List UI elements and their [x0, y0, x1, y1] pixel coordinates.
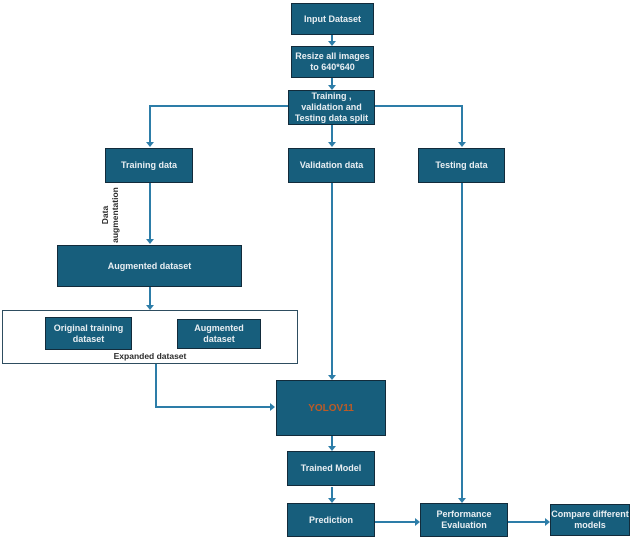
- connector-validation-to-yolo: [331, 183, 333, 376]
- node-data-split: Training , validation and Testing data s…: [288, 90, 375, 125]
- arrowhead-testing: [458, 142, 466, 147]
- connector-yolo-to-trained: [331, 436, 333, 447]
- node-original-training-dataset: Original training dataset: [45, 317, 132, 350]
- arrowhead-yolo-top: [328, 375, 336, 380]
- arrowhead-validation: [328, 142, 336, 147]
- node-prediction: Prediction: [287, 503, 375, 537]
- connector-split-right-v: [461, 105, 463, 143]
- arrowhead-expanded: [146, 305, 154, 310]
- node-testing-data: Testing data: [418, 148, 505, 183]
- node-resize-images: Resize all images to 640*640: [291, 46, 374, 78]
- node-performance-evaluation: Performance Evaluation: [420, 503, 508, 537]
- connector-split-to-validation: [331, 125, 333, 143]
- node-input-dataset: Input Dataset: [291, 3, 374, 35]
- connector-split-left-v: [149, 105, 151, 143]
- arrowhead-training: [146, 142, 154, 147]
- connector-training-to-augmented: [149, 183, 151, 240]
- connector-split-right-h: [375, 105, 463, 107]
- label-expanded-dataset: Expanded dataset: [113, 351, 187, 361]
- arrowhead-performance-top: [458, 498, 466, 503]
- node-yolov11: YOLOV11: [276, 380, 386, 436]
- arrowhead-trained: [328, 446, 336, 451]
- connector-expanded-to-yolo-h: [155, 406, 271, 408]
- connector-input-to-resize: [331, 35, 333, 42]
- arrowhead-resize: [328, 41, 336, 46]
- connector-split-left-h: [150, 105, 288, 107]
- arrowhead-performance-left: [415, 518, 420, 526]
- arrowhead-prediction: [328, 498, 336, 503]
- arrowhead-split: [328, 85, 336, 90]
- connector-prediction-to-performance: [375, 521, 416, 523]
- edge-label-data-augmentation: Data augmentation: [100, 187, 120, 243]
- connector-trained-to-prediction: [331, 487, 333, 499]
- arrowhead-compare-left: [545, 518, 550, 526]
- node-augmented-dataset-inner: Augmented dataset: [177, 319, 261, 349]
- arrowhead-augmented: [146, 239, 154, 244]
- connector-expanded-to-yolo-v: [155, 364, 157, 408]
- connector-performance-to-compare: [508, 521, 546, 523]
- arrowhead-yolo-left: [270, 403, 275, 411]
- node-validation-data: Validation data: [288, 148, 375, 183]
- connector-resize-to-split: [331, 78, 333, 86]
- node-trained-model: Trained Model: [287, 451, 375, 486]
- node-compare-models: Compare different models: [550, 504, 630, 536]
- connector-augmented-to-expanded: [149, 287, 151, 306]
- node-training-data: Training data: [105, 148, 193, 183]
- node-augmented-dataset: Augmented dataset: [57, 245, 242, 287]
- connector-testing-to-performance: [461, 183, 463, 499]
